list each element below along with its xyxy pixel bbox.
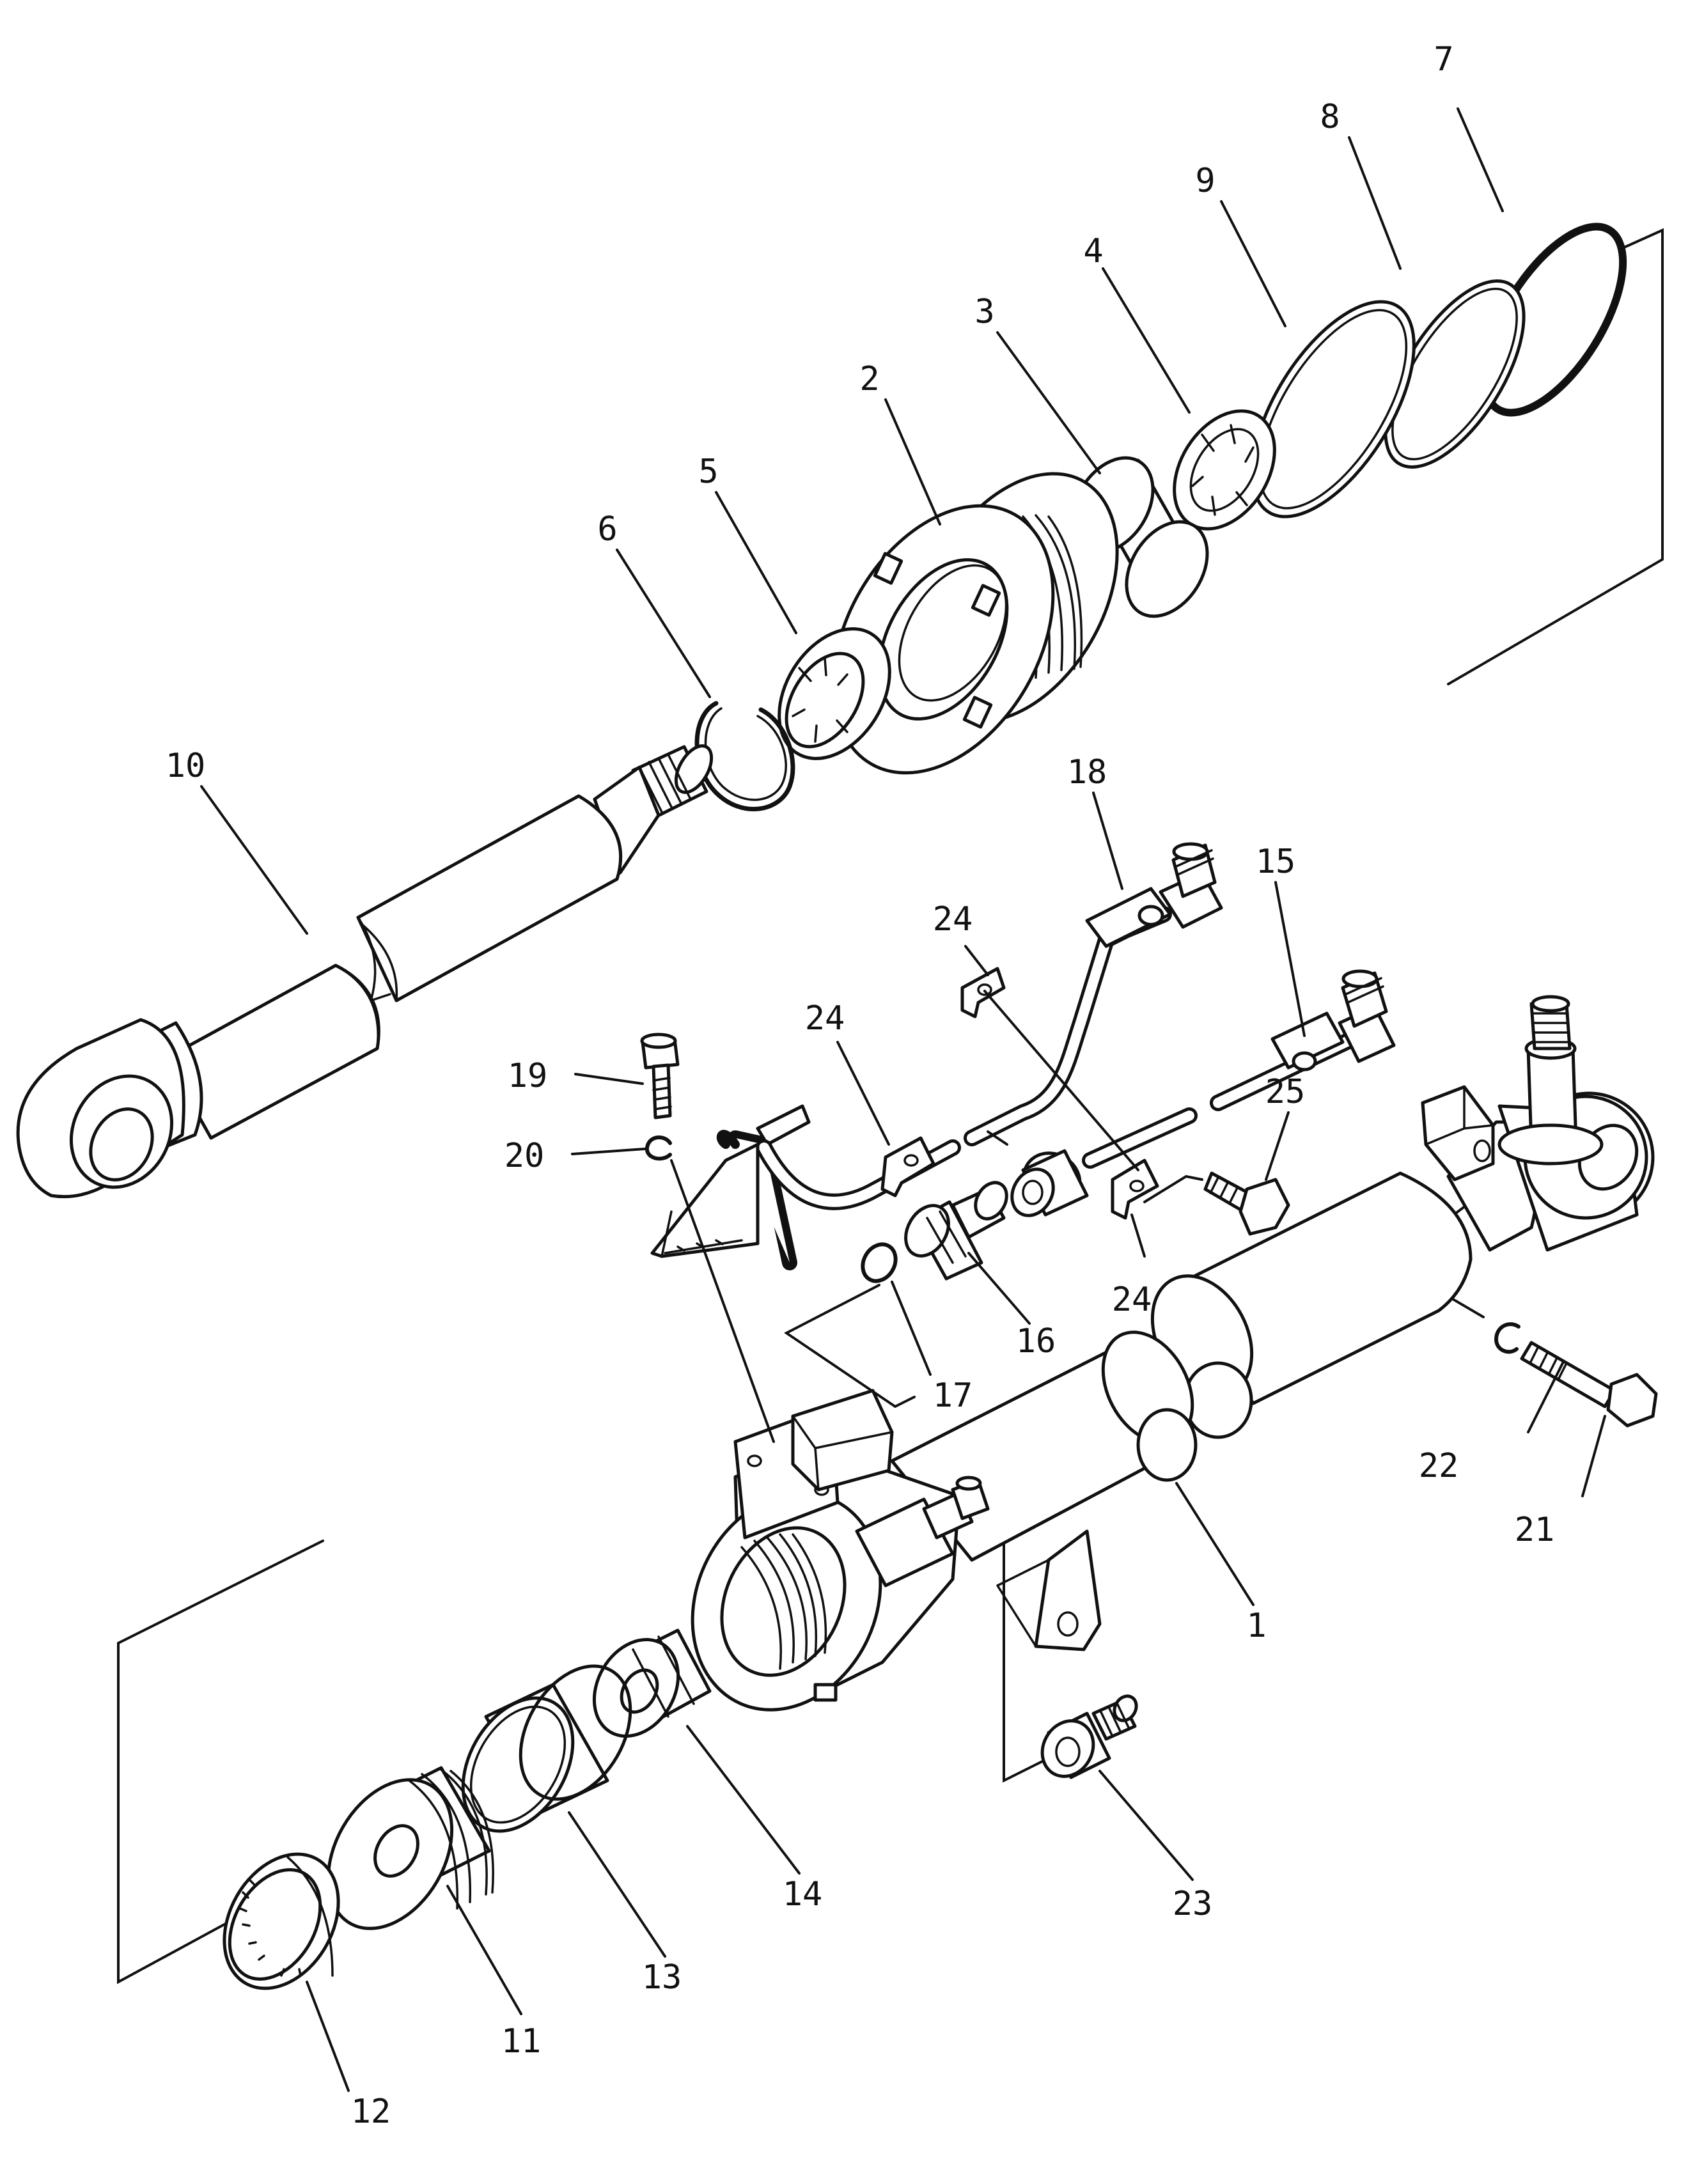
- backup-ring-8: [1384, 279, 1526, 469]
- callout-19: 19: [508, 1057, 548, 1095]
- callout-24a: 24: [933, 900, 973, 939]
- callout-3: 3: [974, 293, 994, 331]
- cylinder-tube-1: [691, 995, 1655, 1712]
- callout-7: 7: [1434, 40, 1453, 79]
- callout-23: 23: [1173, 1885, 1213, 1923]
- cylinder-head-2: [831, 472, 1119, 775]
- wear-ring-13: [461, 1664, 632, 1833]
- snap-ring-6: [694, 701, 795, 811]
- callout-2: 2: [859, 360, 879, 398]
- bolt-19: [640, 1033, 680, 1119]
- callout-1: 1: [1246, 1607, 1266, 1645]
- callout-6: 6: [597, 510, 617, 549]
- tube-nut: [1010, 1149, 1089, 1217]
- callout-5: 5: [698, 453, 718, 491]
- bracket-line-lower-left: [117, 1540, 324, 1985]
- callout-17: 17: [933, 1377, 973, 1415]
- callout-labels: 7 8 9 4 3 2 5 6 10 18 15 24 24 25 19 20 …: [166, 40, 1555, 2131]
- callout-10: 10: [166, 747, 206, 785]
- packing-5: [778, 627, 891, 760]
- clamp-24-middle: [880, 1136, 935, 1197]
- callout-9: 9: [1195, 162, 1215, 200]
- fitting-23: [1040, 1694, 1138, 1779]
- washer-20: [645, 1135, 672, 1161]
- piston-11: [326, 1766, 494, 1930]
- bracket-line-upper-right: [1447, 228, 1664, 685]
- callout-16: 16: [1016, 1322, 1056, 1361]
- callout-8: 8: [1320, 98, 1340, 136]
- callout-12: 12: [351, 2093, 391, 2131]
- callout-14: 14: [783, 1875, 823, 1914]
- bolt-25: [1203, 1171, 1290, 1236]
- washer-22: [1494, 1322, 1520, 1354]
- piston-nut-12: [223, 1852, 340, 1990]
- leader-lines: [200, 107, 1606, 2092]
- callout-18: 18: [1067, 753, 1107, 792]
- nut-14: [592, 1628, 712, 1738]
- callout-24b: 24: [805, 999, 845, 1038]
- callout-4: 4: [1083, 232, 1103, 270]
- fitting-16: [904, 1181, 1008, 1281]
- callout-11: 11: [501, 2022, 542, 2061]
- bracket-line-fitting: [784, 1284, 916, 1408]
- callout-25: 25: [1265, 1073, 1306, 1111]
- callout-15: 15: [1256, 843, 1296, 881]
- bolt-21: [1520, 1341, 1658, 1428]
- piston-rod-10: [16, 744, 714, 1199]
- callout-24c: 24: [1112, 1281, 1152, 1319]
- o-ring-17: [861, 1242, 898, 1283]
- mounting-plate: [650, 1143, 760, 1258]
- callout-21: 21: [1515, 1511, 1555, 1549]
- clamp-24-top: [960, 967, 1006, 1018]
- callout-22: 22: [1419, 1447, 1459, 1485]
- callout-20: 20: [504, 1137, 545, 1175]
- clamp-24-lower: [1111, 1158, 1159, 1220]
- seal-ring-9: [1251, 300, 1416, 519]
- callout-13: 13: [642, 1958, 682, 1997]
